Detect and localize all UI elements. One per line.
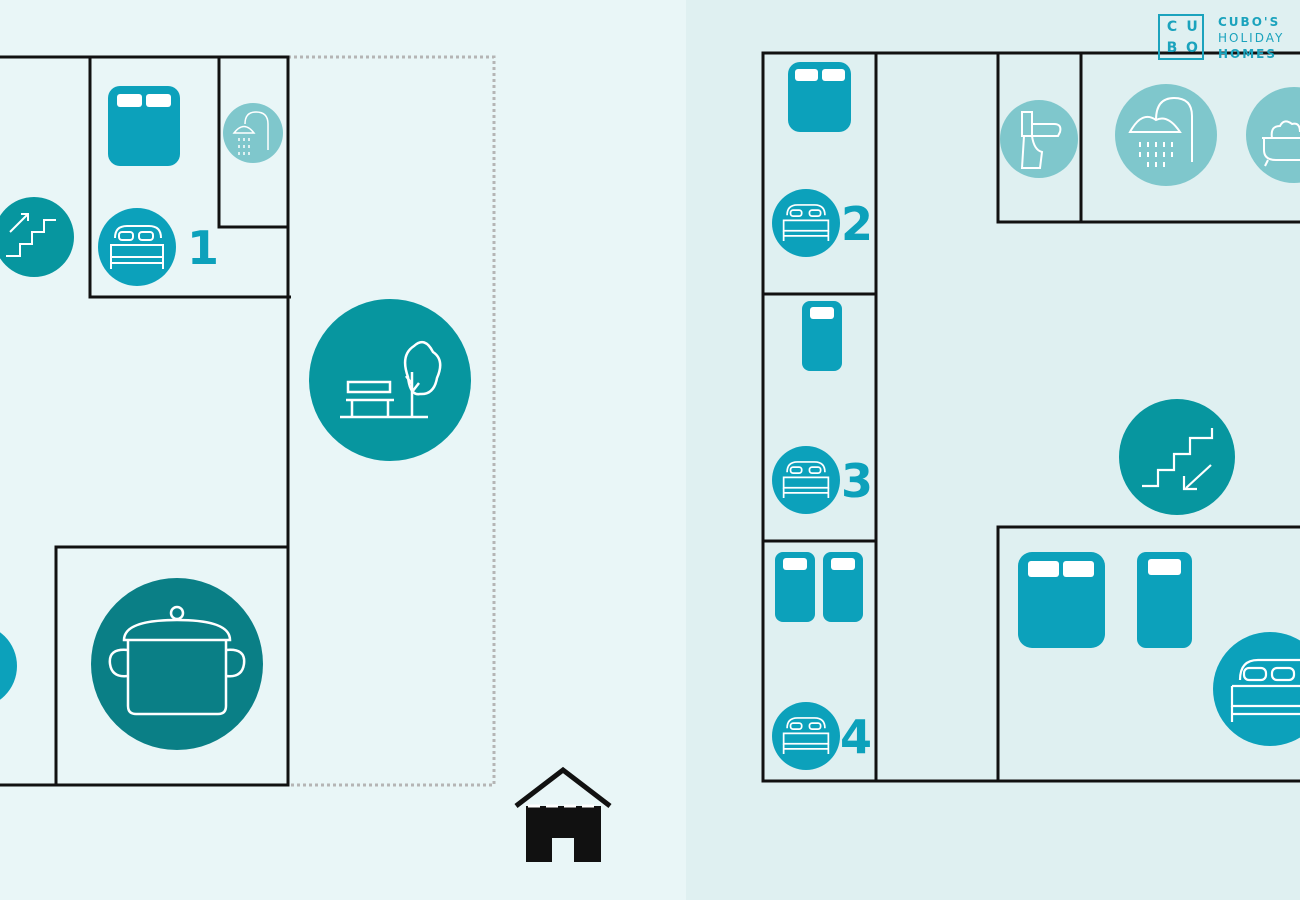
double-bed-icon bbox=[788, 62, 851, 132]
walls bbox=[761, 51, 1300, 783]
room-number-3: 3 bbox=[841, 454, 873, 508]
logo-line-1: CUBO'S bbox=[1218, 15, 1281, 29]
bedroom-icon bbox=[772, 189, 840, 257]
house-entrance-icon bbox=[514, 766, 612, 862]
logo-letter: O bbox=[1186, 40, 1198, 56]
bathtub-icon bbox=[1246, 87, 1300, 183]
panel-background bbox=[0, 0, 686, 900]
logo-letter: B bbox=[1166, 40, 1178, 56]
double-bed-icon bbox=[1018, 552, 1105, 648]
logo-box: C U B O bbox=[1158, 14, 1204, 60]
ground-floor-plan: 1 bbox=[0, 0, 686, 900]
first-floor-plan: 2 3 bbox=[686, 0, 1300, 900]
logo-letter: U bbox=[1186, 19, 1198, 35]
bedroom-icon bbox=[98, 208, 176, 286]
double-bed-icon bbox=[108, 86, 180, 166]
bedroom-icon bbox=[1213, 632, 1300, 746]
room-number-1: 1 bbox=[187, 221, 219, 275]
toilet-icon bbox=[1000, 100, 1078, 178]
twin-beds-icon bbox=[775, 552, 863, 622]
shower-icon bbox=[1115, 84, 1217, 186]
single-bed-icon bbox=[802, 301, 842, 371]
stairs-up-icon bbox=[0, 197, 74, 277]
logo-line-3: HOMES bbox=[1218, 47, 1278, 61]
room-number-4: 4 bbox=[840, 710, 872, 764]
logo-letter: C bbox=[1166, 19, 1178, 35]
logo-wordmark: CUBO'S HOLIDAY HOMES bbox=[1218, 14, 1284, 62]
stairs-down-icon bbox=[1119, 399, 1235, 515]
bedroom-icon bbox=[772, 702, 840, 770]
cooking-pot-icon bbox=[91, 578, 263, 750]
single-bed-icon bbox=[1137, 552, 1192, 648]
living-room-icon bbox=[0, 632, 17, 700]
ground-floor-panel: 1 bbox=[0, 0, 686, 900]
garden-boundary bbox=[288, 55, 496, 787]
bedroom-icon bbox=[772, 446, 840, 514]
shower-icon bbox=[223, 103, 283, 163]
room-number-2: 2 bbox=[841, 197, 873, 251]
logo-line-2: HOLIDAY bbox=[1218, 31, 1285, 45]
first-floor-panel: 2 3 bbox=[686, 0, 1300, 900]
garden-bench-tree-icon bbox=[309, 299, 471, 461]
brand-logo: C U B O CUBO'S HOLIDAY HOMES bbox=[1158, 14, 1300, 66]
walls bbox=[0, 55, 291, 787]
